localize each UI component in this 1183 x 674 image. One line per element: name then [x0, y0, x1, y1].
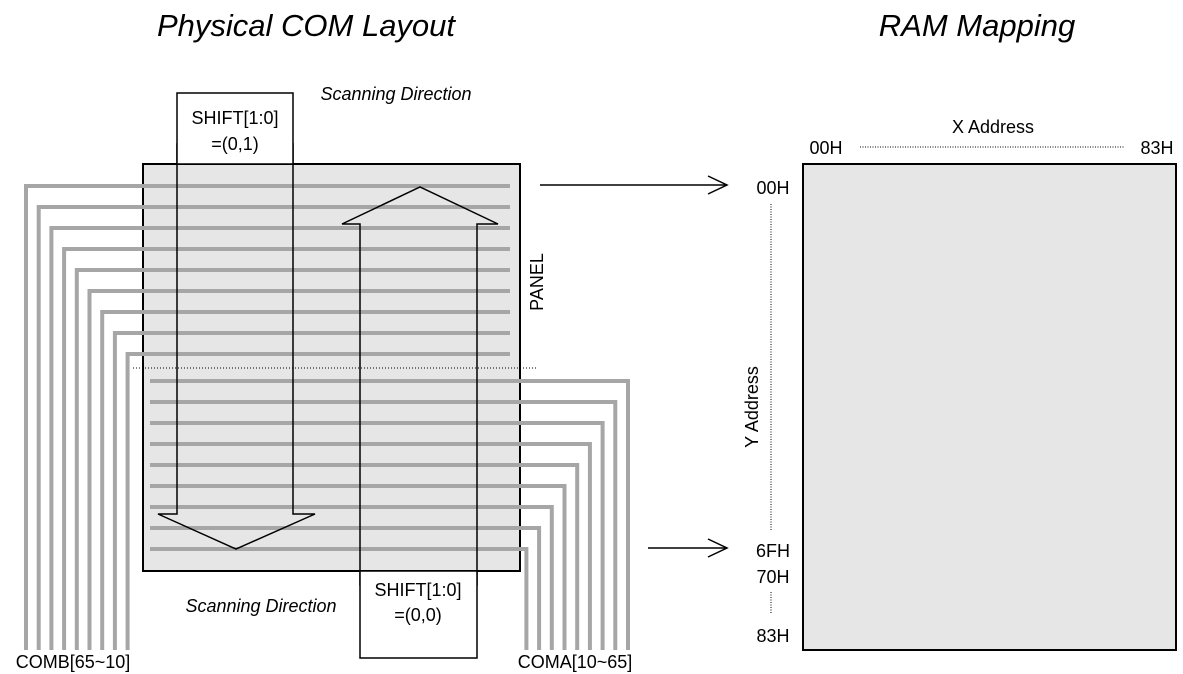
- comb-label: COMB[65~10]: [16, 652, 131, 672]
- panel-label: PANEL: [527, 253, 547, 311]
- ram-rectangle: [802, 163, 1177, 651]
- ram-mapping-title: RAM Mapping: [879, 8, 1075, 43]
- map-arrow-top: [540, 175, 729, 195]
- comb-line: [74, 268, 510, 650]
- y-label-00h: 00H: [756, 178, 789, 198]
- comb-line: [125, 352, 510, 650]
- scan-direction-bottom-label: Scanning Direction: [185, 596, 336, 616]
- comb-line: [36, 205, 510, 650]
- coma-line: [150, 442, 592, 650]
- comb-line: [49, 226, 510, 650]
- coma-line: [150, 421, 605, 650]
- shift-bottom-box: [359, 570, 478, 659]
- coma-label: COMA[10~65]: [518, 652, 633, 672]
- scan-down-arrow: [157, 143, 316, 550]
- coma-line: [150, 526, 542, 650]
- comb-line: [87, 289, 510, 650]
- shift-top-line2: =(0,1): [211, 134, 259, 154]
- coma-line: [150, 547, 529, 650]
- coma-line: [150, 379, 630, 650]
- x-start-label: 00H: [809, 138, 842, 158]
- scan-direction-top-label: Scanning Direction: [320, 84, 471, 104]
- shift-bottom-line1: SHIFT[1:0]: [374, 580, 461, 600]
- comb-com-lines: [24, 184, 510, 650]
- map-arrow-bottom: [648, 538, 729, 558]
- physical-com-layout-title: Physical COM Layout: [157, 8, 456, 43]
- x-end-label: 83H: [1140, 138, 1173, 158]
- coma-line: [150, 400, 618, 650]
- y-label-6fh: 6FH: [756, 541, 790, 561]
- coma-line: [150, 505, 554, 650]
- comb-line: [24, 184, 510, 650]
- y-label-70h: 70H: [756, 567, 789, 587]
- coma-line: [150, 484, 567, 650]
- comb-line: [100, 310, 510, 650]
- y-address-label: Y Address: [742, 366, 762, 448]
- shift-top-line1: SHIFT[1:0]: [191, 108, 278, 128]
- shift-top-box: [176, 92, 294, 165]
- comb-line: [62, 247, 510, 650]
- x-address-label: X Address: [952, 117, 1034, 137]
- comb-line: [112, 331, 510, 650]
- y-label-83h: 83H: [756, 626, 789, 646]
- shift-bottom-line2: =(0,0): [394, 605, 442, 625]
- scan-up-arrow: [341, 186, 499, 586]
